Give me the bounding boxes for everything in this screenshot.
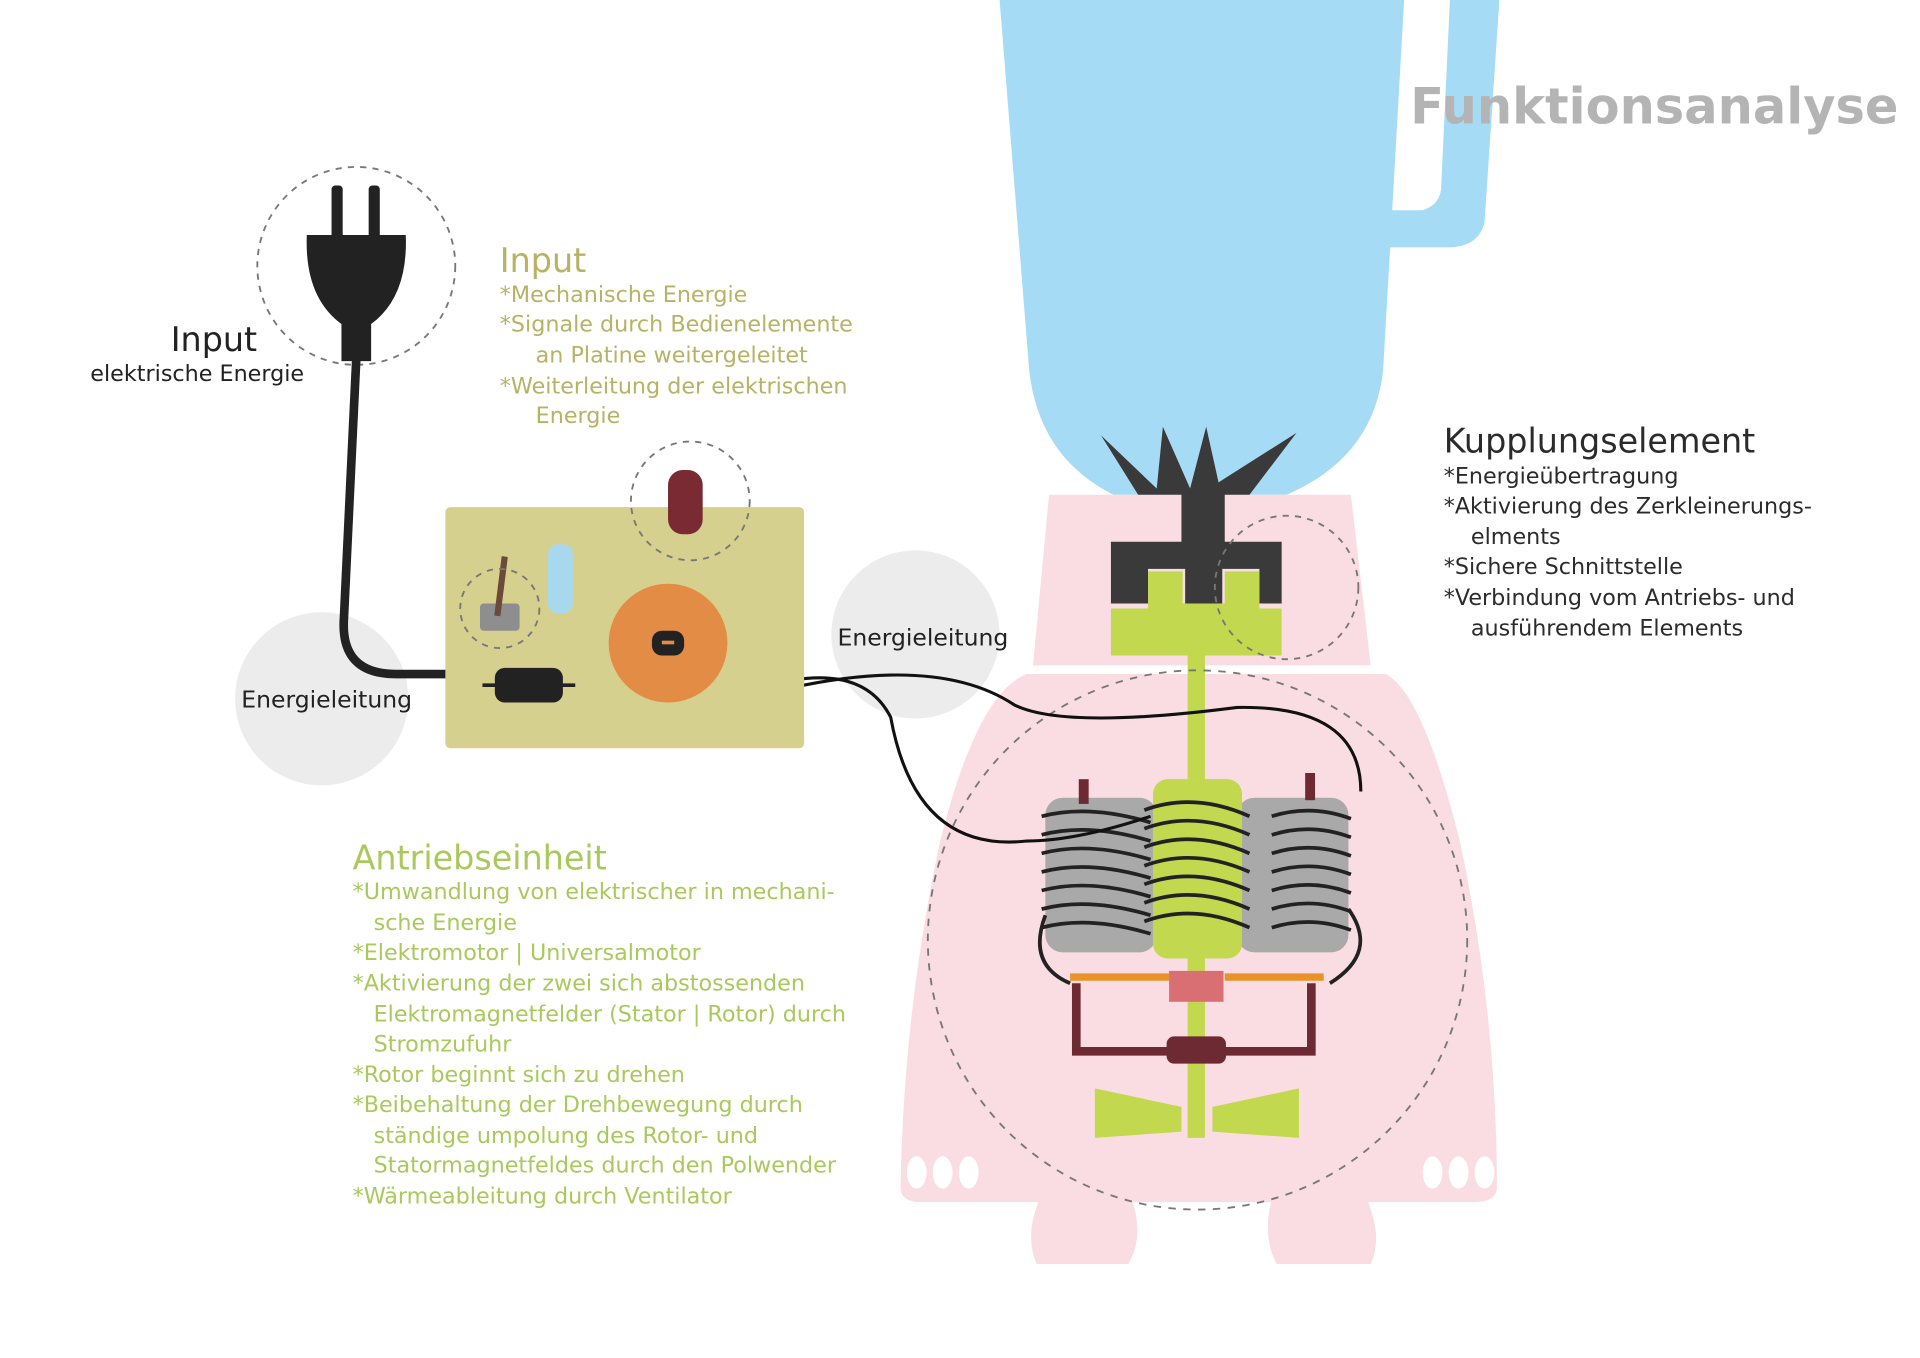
drive-line: *Elektromotor | Universalmotor: [353, 940, 702, 966]
coupling-element: [1110, 514, 1360, 661]
plug-input-sub: elektrische Energie: [90, 361, 304, 387]
blade-icon: [1101, 426, 1297, 545]
drive-heading: Antriebseinheit: [353, 838, 607, 877]
board-input-line: an Platine weitergeleitet: [536, 342, 808, 368]
plug-input-heading: Input: [171, 320, 257, 359]
board-input-line: *Weiterleitung der elektrischen: [500, 373, 848, 399]
wire-right: [791, 673, 1363, 844]
coupling-line: elments: [1471, 524, 1561, 550]
coupling-line: *Aktivierung des Zerkleinerungs-: [1444, 493, 1812, 519]
drive-text: Antriebseinheit *Umwandlung von elektris…: [353, 838, 846, 1209]
energy-line-left-label: Energieleitung: [241, 685, 412, 713]
drive-line: Elektromagnetfelder (Stator | Rotor) dur…: [374, 1002, 846, 1028]
board-input-text: Input *Mechanische Energie *Signale durc…: [500, 241, 853, 429]
coupling-line: *Sichere Schnittstelle: [1444, 554, 1683, 580]
foot-dots-right: [1422, 1156, 1495, 1189]
drive-line: *Wärmeableitung durch Ventilator: [353, 1183, 733, 1209]
coupling-line: *Energieübertragung: [1444, 464, 1679, 490]
page-title: Funktionsanalyse: [1410, 78, 1898, 136]
coupling-text: Kupplungselement *Energieübertragung *Ak…: [1444, 422, 1812, 642]
board-input-heading: Input: [500, 241, 586, 280]
board-input-line: *Signale durch Bedienelemente: [500, 311, 853, 337]
coupling-line: ausführendem Elements: [1471, 616, 1743, 642]
power-plug-icon: [256, 166, 457, 679]
board-input-line: *Mechanische Energie: [500, 282, 748, 308]
blender-jug: [999, 0, 1500, 495]
coupling-heading: Kupplungselement: [1444, 422, 1756, 461]
board-input-line: Energie: [536, 403, 621, 429]
drive-line: *Beibehaltung der Drehbewegung durch: [353, 1092, 803, 1118]
foot-dots-left: [906, 1156, 979, 1189]
drive-line: *Aktivierung der zwei sich abstossenden: [353, 971, 805, 997]
coupling-line: *Verbindung vom Antriebs- und: [1444, 585, 1795, 611]
drive-line: sche Energie: [374, 910, 517, 936]
circuit-board: [445, 440, 805, 749]
drive-line: Statormagnetfeldes durch den Polwender: [374, 1152, 837, 1178]
drive-line: *Rotor beginnt sich zu drehen: [353, 1062, 685, 1088]
drive-line: ständige umpolung des Rotor- und: [374, 1123, 758, 1149]
drive-line: Stromzufuhr: [374, 1031, 513, 1057]
energy-line-left-bubble: [235, 612, 409, 786]
energy-line-right-label: Energieleitung: [838, 624, 1009, 652]
drive-line: *Umwandlung von elektrischer in mechani-: [353, 879, 835, 905]
